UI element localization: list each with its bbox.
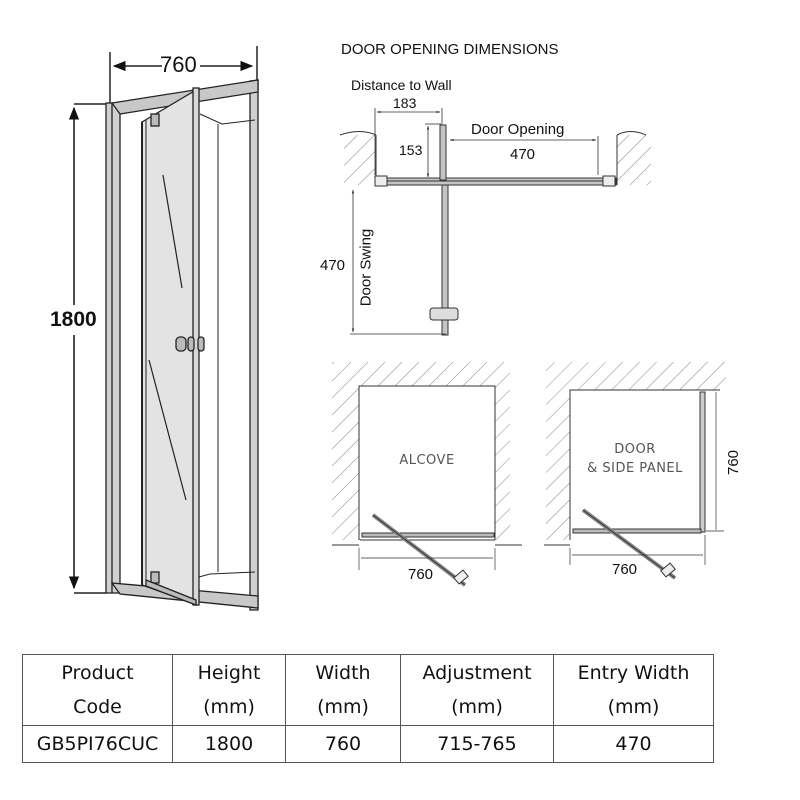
header-width: Width(mm) [285, 654, 401, 726]
height-dimension-label: 1800 [50, 308, 97, 332]
table-row: GB5PI76CUC 1800 760 715-765 470 [22, 725, 714, 763]
cell-width: 760 [285, 725, 401, 763]
alcove-label: ALCOVE [399, 453, 455, 468]
door-side-panel-label: DOOR & SIDE PANEL [570, 440, 700, 478]
shower-door-perspective [68, 46, 259, 611]
side-panel-width-value: 760 [612, 561, 638, 578]
header-height: Height(mm) [172, 654, 286, 726]
distance-to-wall-label: Distance to Wall [351, 77, 452, 93]
door-opening-label: Door Opening [471, 121, 565, 138]
door-side-panel-config-diagram [542, 362, 730, 580]
door-swing-value: 470 [320, 257, 346, 274]
door-opening-title: DOOR OPENING DIMENSIONS [341, 41, 559, 58]
door-side-panel-label-line1: DOOR [614, 442, 656, 457]
door-side-panel-label-line2: & SIDE PANEL [587, 461, 683, 476]
header-adjustment: Adjustment(mm) [400, 654, 554, 726]
distance-to-wall-value: 183 [393, 95, 417, 111]
cell-adjustment: 715-765 [400, 725, 554, 763]
cell-product-code: GB5PI76CUC [22, 725, 173, 763]
door-opening-value: 470 [510, 146, 536, 163]
side-panel-depth-value: 760 [725, 449, 743, 476]
door-swing-label: Door Swing [357, 228, 375, 307]
depth-value: 153 [399, 142, 423, 158]
door-opening-plan [339, 108, 651, 336]
alcove-config-diagram [320, 362, 525, 587]
header-entry-width: Entry Width(mm) [553, 654, 714, 726]
alcove-width-value: 760 [408, 566, 434, 583]
cell-entry-width: 470 [553, 725, 714, 763]
width-dimension-label: 760 [160, 52, 197, 77]
cell-height: 1800 [172, 725, 286, 763]
